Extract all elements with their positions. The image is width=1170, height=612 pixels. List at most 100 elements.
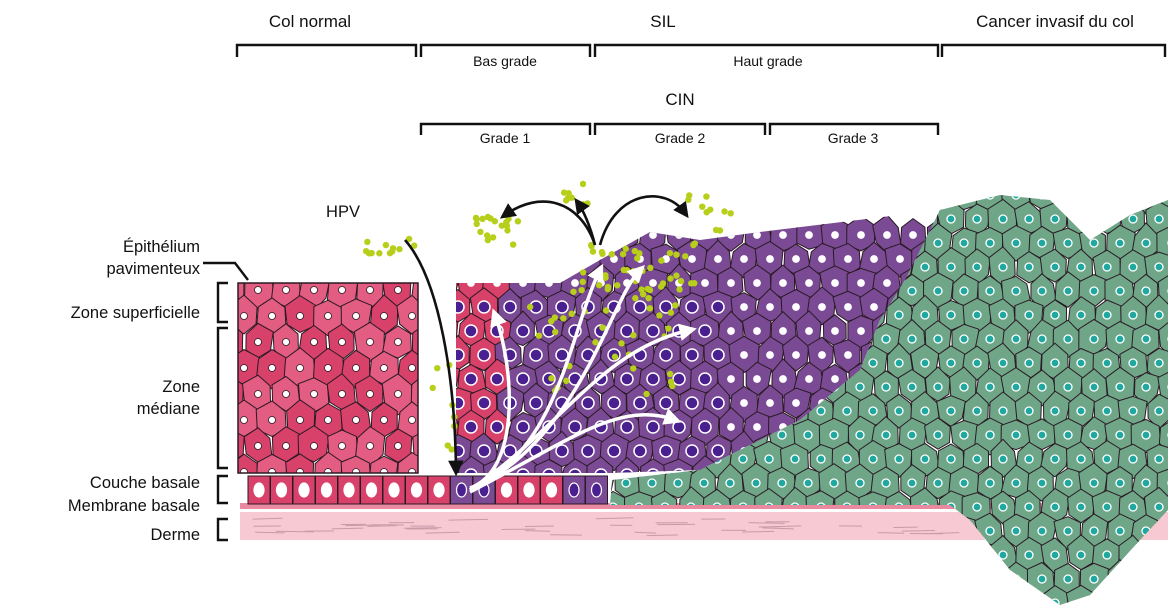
cancer-nucleus (1155, 599, 1163, 607)
cancer-nucleus (869, 551, 877, 559)
cancer-nucleus (752, 191, 760, 199)
cancer-nucleus (921, 359, 929, 367)
cancer-cell (899, 560, 926, 595)
sil-nucleus (780, 232, 787, 239)
sil-nucleus (621, 373, 633, 385)
cancer-nucleus (1012, 431, 1020, 439)
virus-particle (568, 311, 574, 317)
cancer-nucleus (908, 383, 916, 391)
virus-particle (487, 215, 493, 221)
cancer-nucleus (700, 575, 708, 583)
cancer-nucleus (1077, 263, 1085, 271)
cancer-nucleus (817, 551, 825, 559)
cancer-nucleus (1064, 479, 1072, 487)
cancer-cell (937, 586, 965, 612)
cancer-nucleus (1064, 191, 1072, 199)
header-col-normal: Col normal (269, 12, 351, 31)
virus-particle (434, 365, 440, 371)
virus-particle (632, 295, 638, 301)
sil-nucleus (806, 328, 813, 335)
cancer-nucleus (986, 527, 994, 535)
cancer-cell (598, 540, 627, 573)
virus-particle (699, 203, 705, 209)
sil-nucleus (832, 280, 839, 287)
basal-nucleus (434, 483, 444, 497)
cancer-cell (730, 588, 757, 612)
sil-nucleus (728, 232, 735, 239)
cancer-nucleus (830, 191, 838, 199)
sil-nucleus (741, 256, 748, 263)
cancer-cell (715, 175, 742, 213)
cancer-nucleus (1129, 455, 1137, 463)
label-epithelium-2: pavimenteux (106, 260, 200, 278)
cancer-nucleus (1090, 287, 1098, 295)
normal-nucleus (311, 391, 318, 398)
normal-nucleus (227, 391, 234, 398)
cancer-nucleus (934, 383, 942, 391)
cancer-nucleus (999, 551, 1007, 559)
virus-particle (682, 253, 688, 259)
header-grade3: Grade 3 (828, 130, 879, 146)
virus-particle (477, 229, 483, 235)
sil-nucleus (478, 349, 490, 361)
normal-nucleus (409, 313, 416, 320)
virus-particle (484, 232, 490, 238)
virus-particle (703, 209, 709, 215)
virus-particle (630, 365, 636, 371)
cancer-nucleus (1142, 191, 1150, 199)
normal-nucleus (241, 313, 248, 320)
basal-cell-row (248, 476, 608, 504)
sil-nucleus (832, 232, 839, 239)
virus-particle (623, 246, 629, 252)
cancer-nucleus (713, 599, 721, 607)
cancer-nucleus (895, 359, 903, 367)
sil-nucleus (741, 304, 748, 311)
cancer-nucleus (869, 599, 877, 607)
cancer-nucleus (739, 215, 747, 223)
sil-nucleus (754, 376, 761, 383)
virus-particle (672, 302, 678, 308)
normal-nucleus (311, 339, 318, 346)
sil-nucleus (468, 280, 475, 287)
cancer-cell (871, 563, 900, 596)
bracket-derme (218, 519, 228, 540)
cancer-nucleus (895, 407, 903, 415)
cancer-nucleus (973, 359, 981, 367)
cancer-nucleus (843, 455, 851, 463)
sil-nucleus (702, 232, 709, 239)
cancer-nucleus (1129, 407, 1137, 415)
cancer-cell (626, 200, 655, 235)
cancer-nucleus (895, 551, 903, 559)
sil-cell (444, 244, 470, 274)
cancer-nucleus (856, 575, 864, 583)
cancer-nucleus (921, 599, 929, 607)
virus-particle (552, 314, 558, 320)
virus-particle (691, 280, 697, 286)
virus-particle (536, 332, 542, 338)
cancer-nucleus (921, 407, 929, 415)
normal-nucleus (367, 391, 374, 398)
sil-nucleus (491, 373, 503, 385)
normal-nucleus (353, 313, 360, 320)
cancer-nucleus (1129, 359, 1137, 367)
cancer-nucleus (752, 575, 760, 583)
virus-particle (563, 197, 569, 203)
cancer-nucleus (947, 359, 955, 367)
virus-particle (578, 287, 584, 293)
cancer-nucleus (635, 599, 643, 607)
cancer-cell (1146, 535, 1170, 573)
virus-particle (645, 295, 651, 301)
cancer-nucleus (908, 431, 916, 439)
cancer-nucleus (1103, 311, 1111, 319)
label-zone-superficielle: Zone superficielle (71, 304, 200, 322)
cancer-nucleus (1038, 383, 1046, 391)
normal-nucleus (255, 287, 262, 294)
virus-particle (620, 251, 626, 257)
label-derme: Derme (150, 526, 200, 544)
sil-nucleus (832, 328, 839, 335)
normal-nucleus (255, 443, 262, 450)
sil-nucleus (884, 280, 891, 287)
cancer-cell (1016, 589, 1044, 612)
virus-particle (605, 286, 611, 292)
sil-nucleus (897, 256, 904, 263)
